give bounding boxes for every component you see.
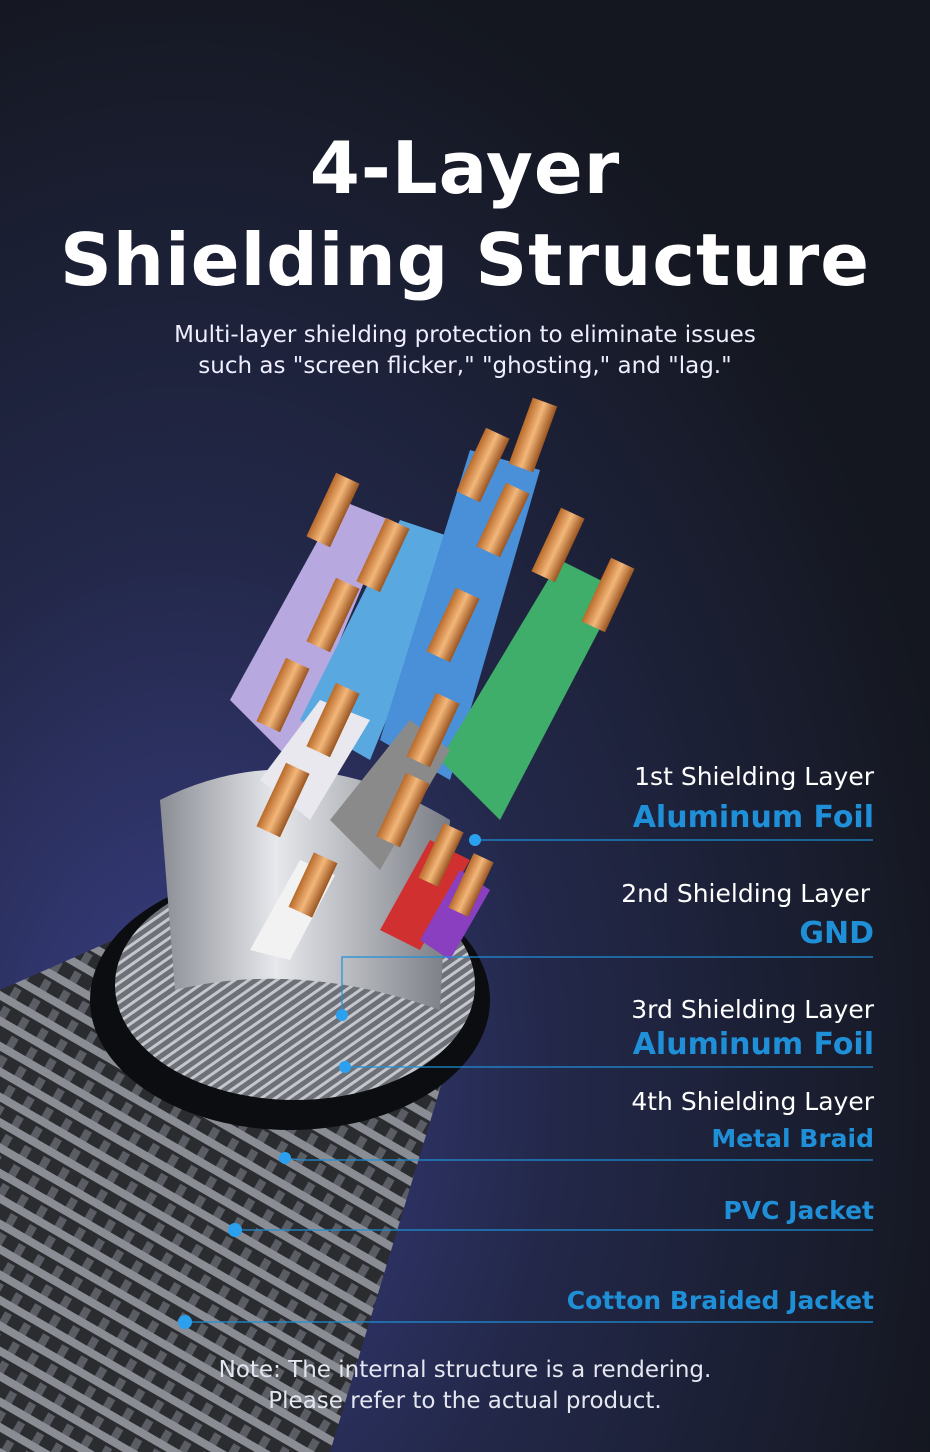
title-line-2: Shielding Structure — [59, 218, 871, 302]
pvc-jacket-label: PVC Jacket — [723, 1196, 874, 1225]
layer-3-name: 3rd Shielding Layer — [631, 995, 874, 1024]
layer-4-material: Metal Braid — [711, 1124, 874, 1153]
cotton-jacket-label: Cotton Braided Jacket — [566, 1286, 874, 1315]
note-line-2: Please refer to the actual product. — [268, 1388, 662, 1414]
leader-lines — [185, 839, 873, 1323]
layer-3-material: Aluminum Foil — [632, 1027, 874, 1062]
layer-2-name: 2nd Shielding Layer — [621, 879, 870, 908]
layer-4-name: 4th Shielding Layer — [631, 1087, 874, 1116]
note-line-1: Note: The internal structure is a render… — [218, 1357, 712, 1383]
layer-1-name: 1st Shielding Layer — [634, 762, 874, 791]
subtitle-line-1: Multi-layer shielding protection to elim… — [174, 322, 756, 348]
leader-dots — [178, 834, 481, 1329]
layer-1-material: Aluminum Foil — [632, 800, 874, 835]
layer-2-material: GND — [799, 916, 874, 951]
subtitle-line-2: such as "screen flicker," "ghosting," an… — [198, 353, 732, 379]
wires — [230, 397, 635, 960]
title-line-1: 4-Layer — [309, 126, 621, 210]
